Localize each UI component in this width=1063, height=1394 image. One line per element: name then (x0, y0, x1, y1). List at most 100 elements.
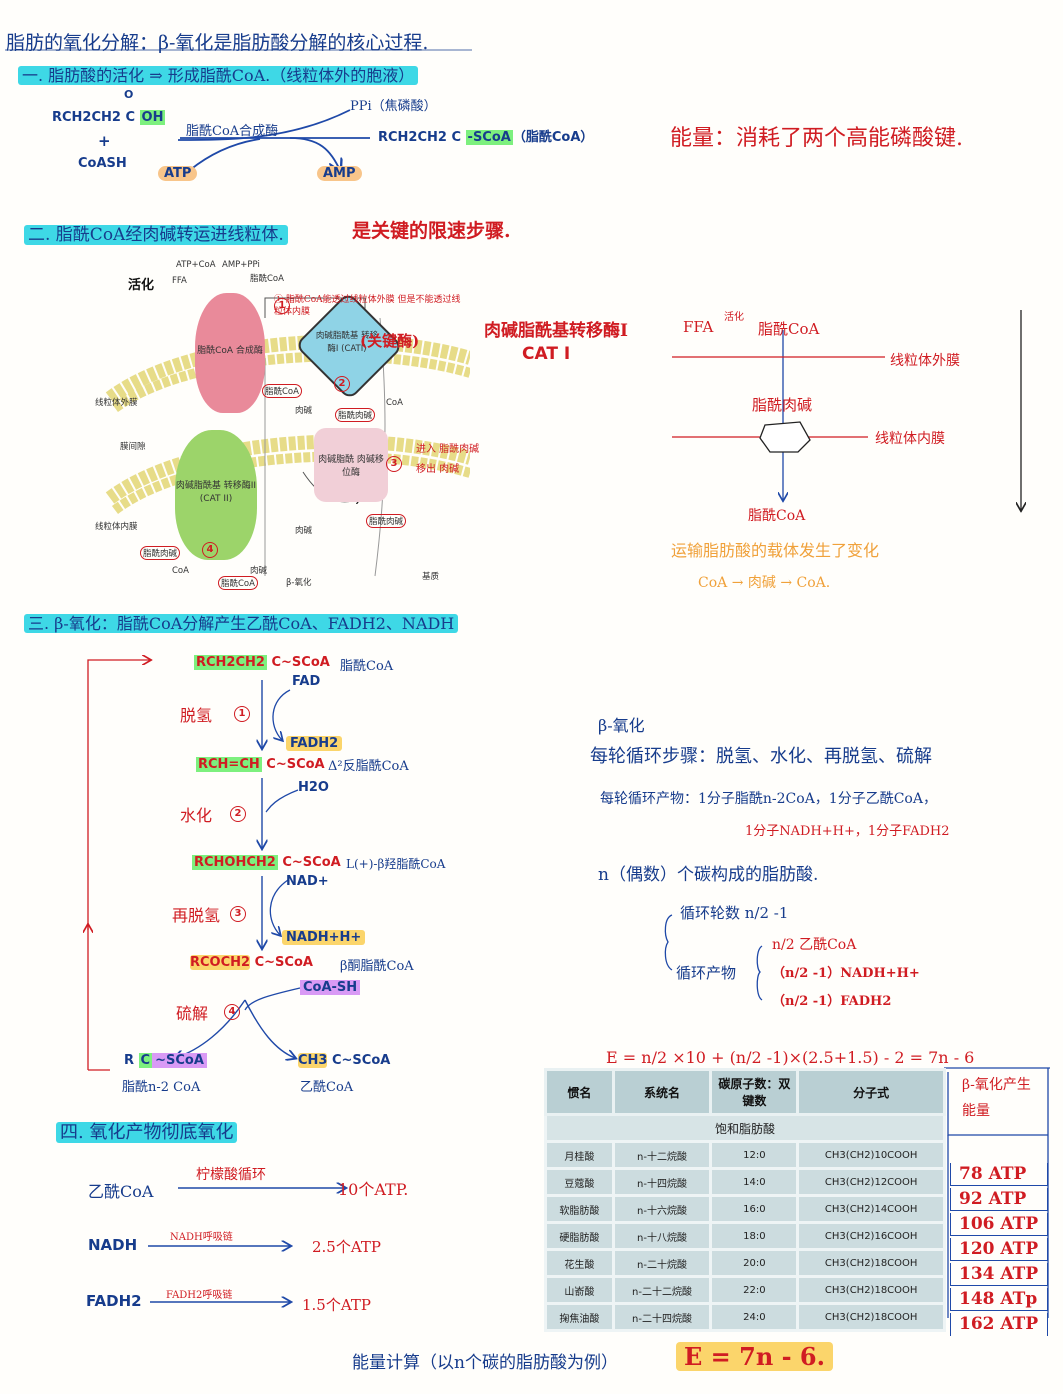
section1-heading: 一. 脂肪酸的活化 ⇒ 形成脂酰CoA.（线粒体外的胞液） (18, 62, 419, 86)
cell-formula: CH3(CH2)12COOH (796, 1167, 946, 1197)
cat1-label: 肉碱脂酰基 转移酶I (CATI) (315, 331, 379, 354)
amp-badge: AMP (317, 166, 362, 181)
acyl-coa-bottom-label: 脂酰CoA (218, 576, 258, 590)
inner-membrane-label: 线粒体内膜 (95, 522, 138, 532)
acyl-coa-synthetase-shape: 脂酰CoA 合成酶 (195, 293, 265, 413)
fadh2-label: FADH2 (286, 736, 343, 751)
activation-label: 活化 (128, 278, 155, 293)
cell-common: 花生酸 (544, 1248, 615, 1278)
step-marker-2: 2 (334, 376, 350, 392)
enzyme-label: 脂酰CoA合成酶 (186, 124, 279, 139)
ffa-label: FFA (172, 276, 187, 286)
coa-label: CoA (386, 398, 403, 408)
key-enzyme-label: (关键酶) (360, 332, 420, 350)
matrix-label: 基质 (422, 572, 440, 582)
summary-prod-fadh2: （n/2 -1）FADH2 (772, 994, 892, 1009)
product-acetyl-coa-name: 乙酰CoA (300, 1080, 354, 1095)
cell-common: 软脂肪酸 (544, 1194, 615, 1224)
cell-ratio: 20:0 (709, 1248, 800, 1278)
col-common-name: 惯名 (544, 1068, 615, 1116)
step2-label: 水化 (180, 806, 213, 825)
cell-formula: CH3(CH2)10COOH (796, 1140, 946, 1170)
tca-cycle-label: 柠檬酸循环 (196, 1167, 266, 1183)
acyl-coa-schematic-2: 脂酰CoA (748, 508, 806, 524)
intermembrane-label: 膜间隙 (120, 442, 146, 452)
note-translocase: 进入 脂酰肉碱移出 肉碱 (416, 444, 480, 475)
fadh2-atp: 1.5个ATP (302, 1296, 371, 1314)
subheader-saturated: 饱和脂肪酸 (544, 1113, 946, 1143)
cat1-name: 肉碱脂酰基转移酶I (484, 321, 628, 341)
cell-common: 山嵛酸 (544, 1275, 615, 1305)
reactant-coash: CoASH (78, 156, 127, 171)
table-subheader-row: 饱和脂肪酸 (544, 1113, 946, 1143)
cell-system: n-十八烷酸 (611, 1221, 713, 1251)
coash-label: CoA-SH (300, 980, 361, 995)
cell-system: n-十二烷酸 (611, 1140, 713, 1170)
step1-label: 脱氢 (180, 706, 213, 725)
cell-system: n-十四烷酸 (611, 1167, 713, 1197)
carnitine-shuttle-figure: 脂酰CoA 合成酶 肉碱脂酰基 转移酶I (CATI) 肉碱脂酰基 转移酶II … (90, 258, 479, 590)
summary-title: β-氧化 (598, 716, 645, 735)
cell-formula: CH3(CH2)18COOH (796, 1302, 946, 1332)
footer-formula: E = 7n - 6. (676, 1342, 833, 1371)
cell-common: 掬焦油酸 (544, 1302, 615, 1332)
carnitine3-label: 肉碱 (250, 566, 268, 576)
step-marker-3: 3 (386, 456, 402, 472)
cell-ratio: 14:0 (709, 1167, 800, 1197)
summary-prod-nadh: （n/2 -1）NADH+H+ (772, 966, 920, 981)
cell-ratio: 22:0 (709, 1275, 800, 1305)
fadh2-chain-label: FADH2呼吸链 (166, 1290, 233, 1301)
coa2-label: CoA (172, 566, 189, 576)
section4-heading: 四. 氧化产物彻底氧化 (56, 1118, 238, 1144)
cell-common: 月桂酸 (544, 1140, 615, 1170)
activation-arrow-label: 活化 (724, 312, 744, 323)
cell-formula: CH3(CH2)16COOH (796, 1221, 946, 1251)
ffa-schematic: FFA (683, 318, 714, 336)
nadh-source: NADH (88, 1236, 138, 1254)
atp-coa-label: ATP+CoA (176, 260, 216, 270)
cell-formula: CH3(CH2)18COOH (796, 1248, 946, 1278)
cell-ratio: 24:0 (709, 1302, 800, 1332)
ppi-label: PPi（焦磷酸） (350, 99, 437, 114)
fad-label: FAD (292, 674, 321, 689)
cell-common: 硬脂肪酸 (544, 1221, 615, 1251)
summary-products: 每轮循环产物：1分子脂酰n-2CoA，1分子乙酰CoA， (600, 791, 937, 807)
compound-ketoacyl-name: β酮脂酰CoA (340, 959, 414, 974)
atp-yield-18: 120 ATP (950, 1238, 1048, 1261)
compound-hydroxyacyl: RCHOHCH2 C~SCoA (192, 855, 341, 870)
summary-steps: 每轮循环步骤：脱氢、水化、再脱氢、硫解 (590, 746, 932, 767)
nadh-chain-label: NADH呼吸链 (170, 1232, 233, 1243)
acetyl-coa-source: 乙酰CoA (88, 1182, 154, 1201)
acetyl-coa-atp: 10个ATP. (338, 1180, 409, 1199)
acyl-carnitine1-label: 脂酰肉碱 (335, 408, 376, 422)
compound-trans-enoyl: RCH=CH C~SCoA (196, 757, 325, 772)
section3-heading: 三. β-氧化：脂酰CoA分解产生乙酰CoA、FADH2、NADH (24, 610, 459, 634)
acyl-carnitine3-label: 脂酰肉碱 (140, 546, 181, 560)
cell-ratio: 18:0 (709, 1221, 800, 1251)
cell-formula: CH3(CH2)18COOH (796, 1275, 946, 1305)
product-acetyl-coa: CH3 C~SCoA (298, 1053, 391, 1068)
cell-system: n-二十烷酸 (611, 1248, 713, 1278)
note-membrane: ① 脂酰CoA能透过线粒体外膜 但是不能透过线粒体内膜 (274, 295, 461, 317)
atp-yield-14: 92 ATP (950, 1188, 1048, 1211)
acyl-carnitine-schematic: 脂酰肉碱 (752, 396, 813, 414)
acyl-coa-schematic-1: 脂酰CoA (758, 320, 820, 338)
cell-ratio: 16:0 (709, 1194, 800, 1224)
summary-prod-label: 循环产物 (676, 964, 737, 982)
energy-note: 能量：消耗了两个高能磷酸键. (670, 126, 963, 151)
footer-energy-label: 能量计算（以n个碳的脂肪酸为例） (352, 1353, 618, 1373)
section2-heading: 二. 脂酰CoA经肉碱转运进线粒体. (24, 220, 288, 245)
col-carbon-ratio: 碳原子数：双键数 (709, 1068, 800, 1116)
step4-label: 硫解 (176, 1004, 209, 1023)
h2o-label: H2O (298, 780, 329, 795)
col-system-name: 系统名 (611, 1068, 713, 1116)
step-marker-1: 1 (274, 298, 290, 314)
step1-marker: 1 (234, 706, 250, 722)
cell-common: 豆蔻酸 (544, 1167, 615, 1197)
summary-cycles: 循环轮数 n/2 -1 (680, 904, 789, 922)
